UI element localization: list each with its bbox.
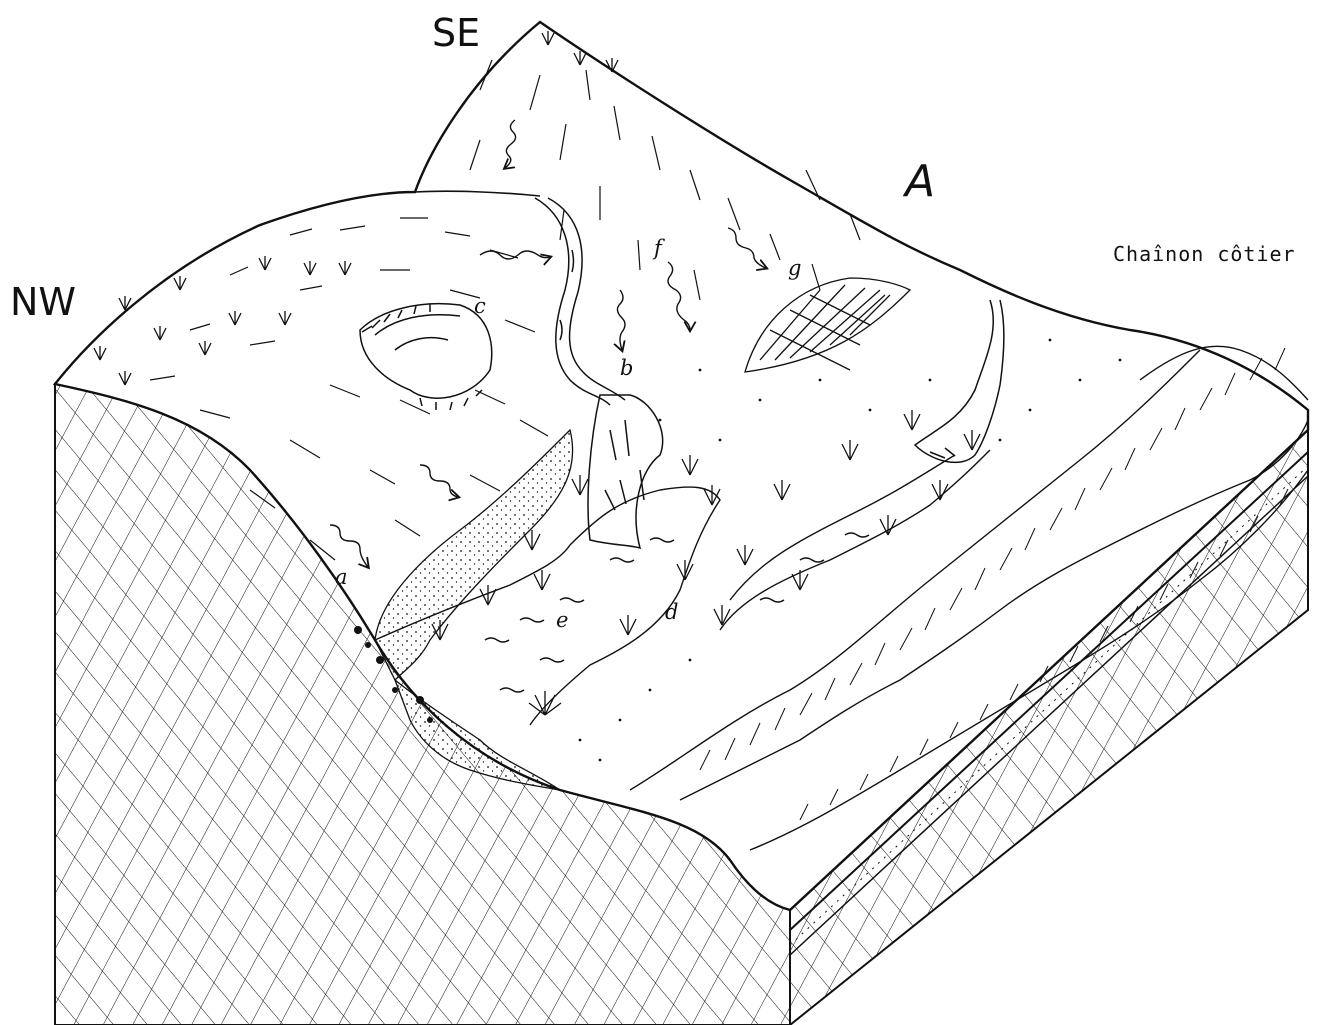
marker-c: c bbox=[474, 296, 486, 317]
label-coastal-range: Chaînon côtier bbox=[1113, 244, 1296, 264]
marker-a: a bbox=[335, 567, 348, 588]
label-southeast: SE bbox=[432, 14, 480, 52]
label-northwest: NW bbox=[10, 283, 76, 321]
marker-e: e bbox=[556, 610, 568, 631]
marker-b: b bbox=[620, 358, 633, 379]
marker-g: g bbox=[788, 258, 801, 279]
label-section-a: A bbox=[905, 160, 935, 204]
marker-f: f bbox=[654, 238, 662, 259]
marker-d: d bbox=[665, 602, 678, 623]
